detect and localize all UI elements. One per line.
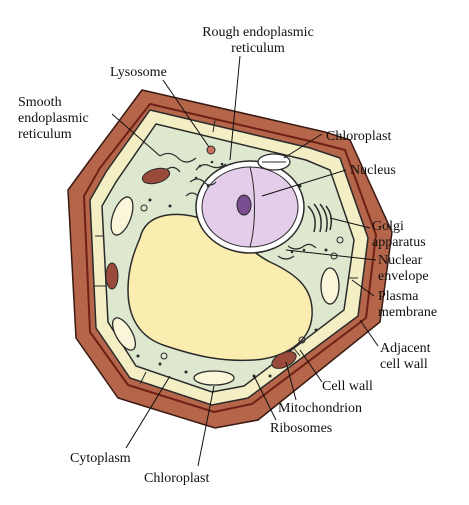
golgi-apparatus	[307, 203, 333, 233]
label-ribosomes: Ribosomes	[270, 421, 332, 436]
label-mitochondrion: Mitochondrion	[278, 401, 362, 416]
label-smooth-er-line3: reticulum	[18, 127, 72, 142]
ribosomes	[136, 184, 328, 378]
label-rough-er-line2: reticulum	[231, 41, 285, 56]
label-nucleus: Nucleus	[350, 163, 396, 178]
label-rough-er-line1: Rough endoplasmic	[202, 25, 314, 40]
label-cytoplasm: Cytoplasm	[70, 451, 131, 466]
label-nuclear-envelope-line1: Nuclear	[378, 253, 423, 268]
chloroplast-right	[320, 267, 340, 305]
label-adjacent-cell-wall-line1: Adjacent	[380, 341, 431, 356]
mitochondria	[105, 167, 297, 369]
nucleus	[195, 160, 305, 254]
label-smooth-er-line2: endoplasmic	[18, 111, 89, 126]
label-plasma-membrane-line1: Plasma	[378, 289, 419, 304]
er-ribosome-dots	[194, 160, 306, 254]
label-golgi-line2: apparatus	[372, 235, 426, 250]
chloroplast-lower-left	[111, 317, 137, 351]
leader-lines	[111, 55, 379, 467]
label-lysosome: Lysosome	[110, 65, 167, 80]
label-nuclear-envelope-line2: envelope	[378, 269, 429, 284]
smooth-er	[159, 152, 197, 173]
lysosome	[206, 145, 216, 155]
middle-lamella	[82, 102, 378, 414]
label-chloroplast-bottom: Chloroplast	[144, 471, 209, 486]
label-cell-wall: Cell wall	[322, 379, 373, 394]
nucleolus	[236, 194, 252, 216]
chloroplast-bottom	[193, 370, 235, 386]
chloroplast-top	[257, 153, 291, 171]
label-adjacent-cell-wall-line2: cell wall	[380, 357, 428, 372]
label-smooth-er-line1: Smooth	[18, 95, 62, 110]
chloroplast-left	[110, 196, 134, 236]
label-plasma-membrane-line2: membrane	[378, 305, 437, 320]
label-golgi-line1: Golgi	[372, 219, 404, 234]
label-chloroplast-top: Chloroplast	[326, 129, 391, 144]
